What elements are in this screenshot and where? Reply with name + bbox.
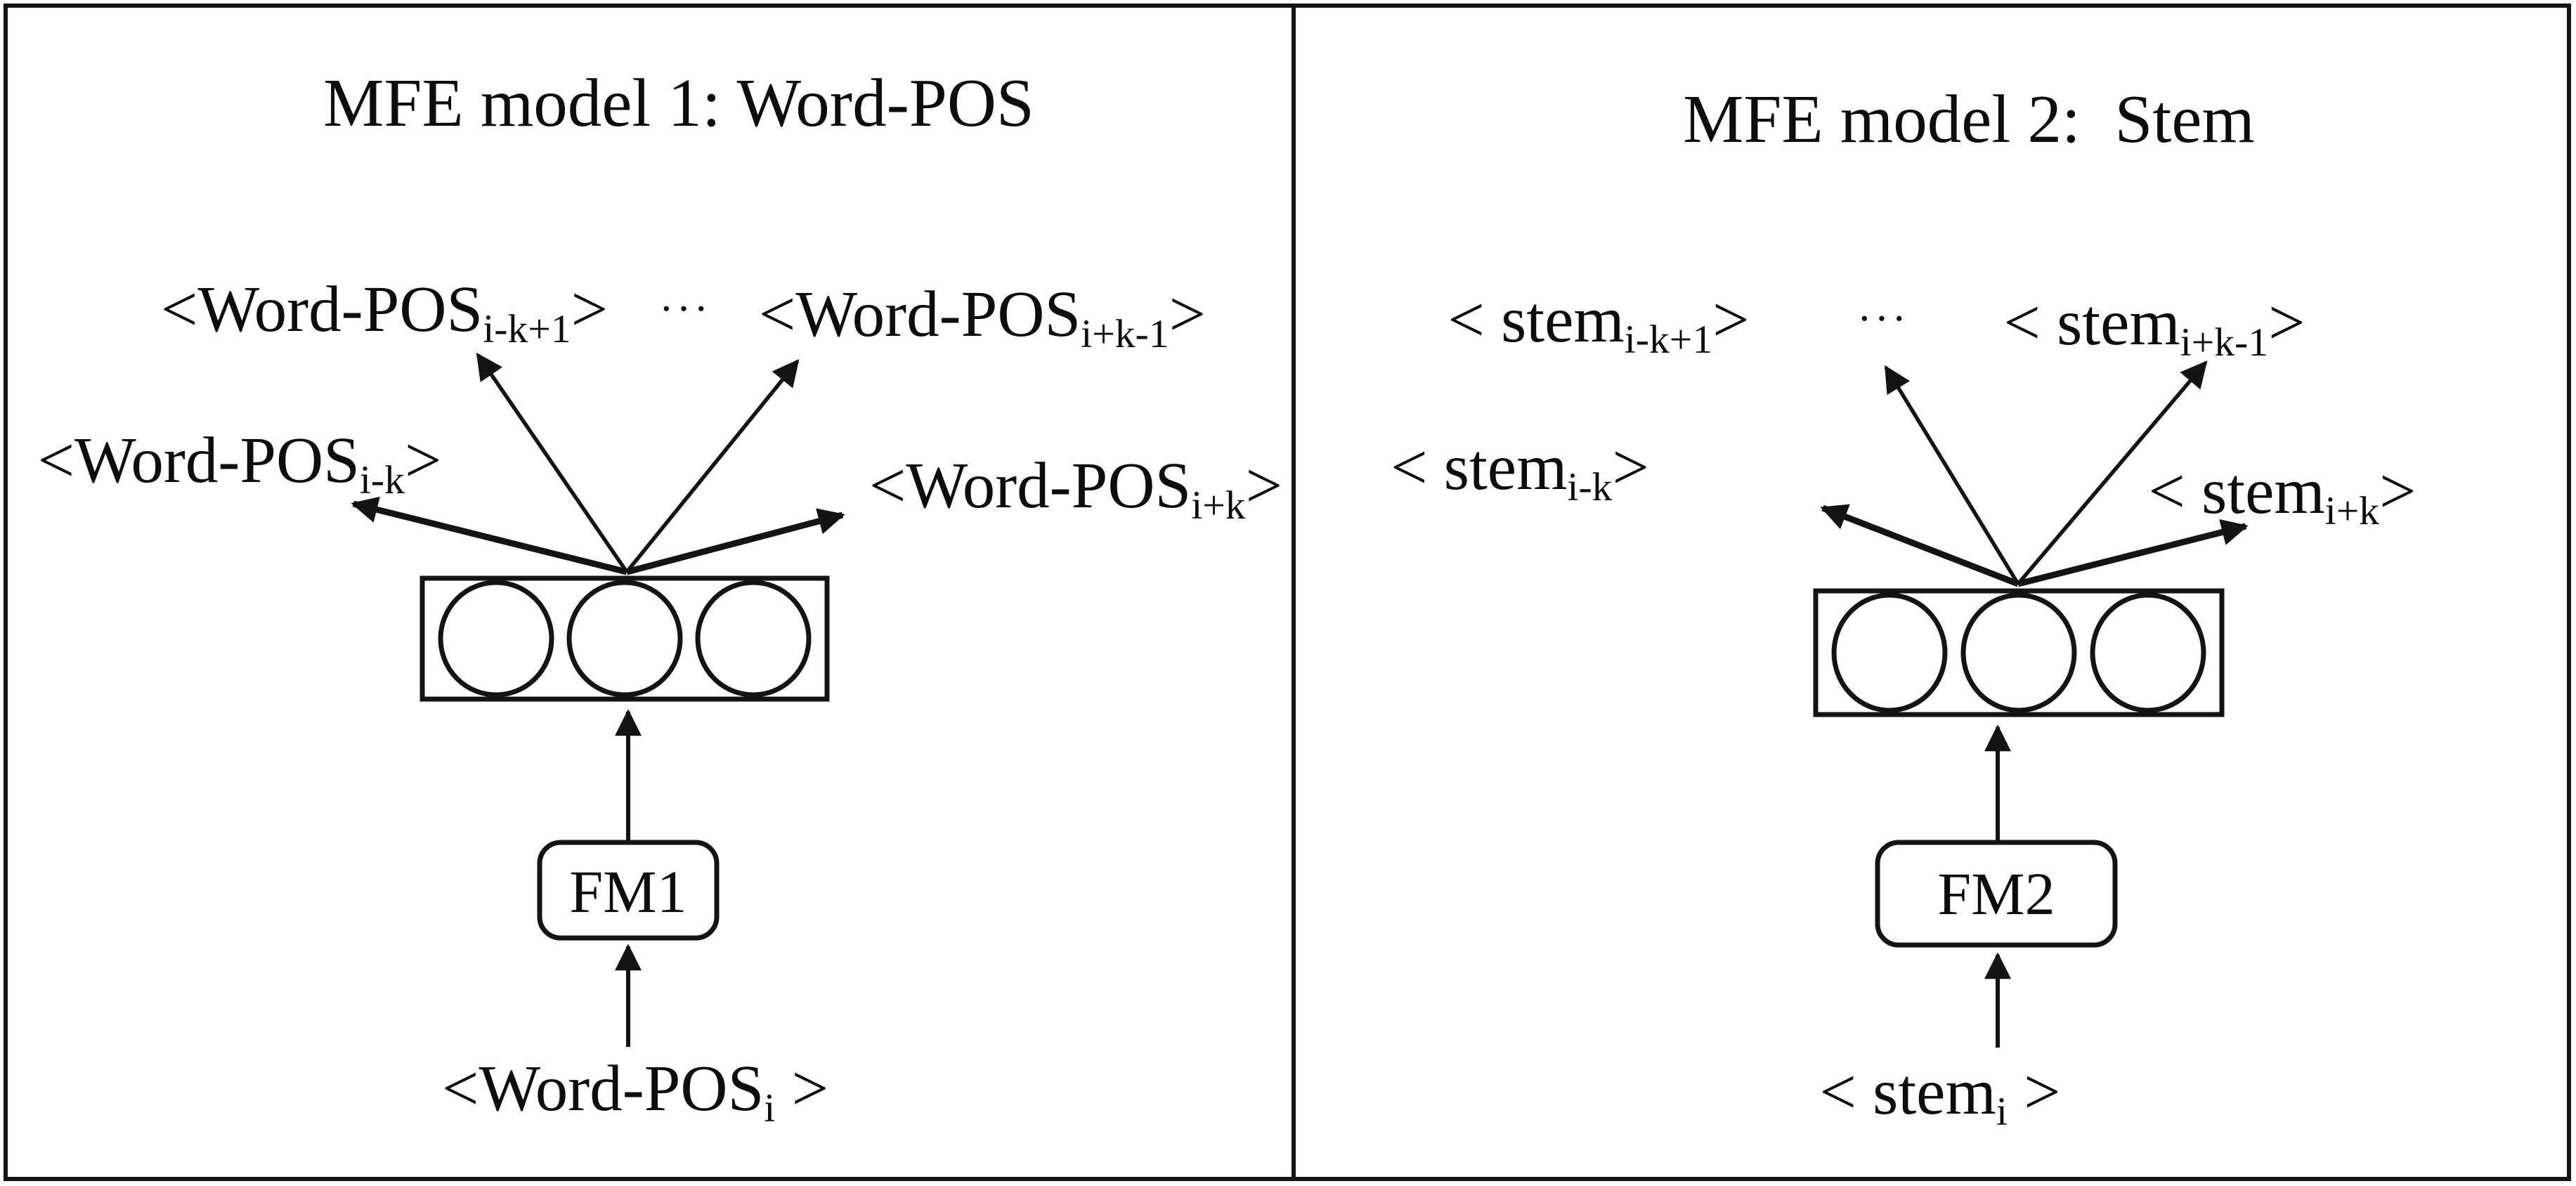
output-label-mid-right: <Word-POSi+k-1> <box>758 278 1206 355</box>
output-label-far-right: < stemi+k> <box>2148 455 2416 532</box>
output-label-mid-left: <Word-POSi-k+1> <box>160 273 609 350</box>
input-label: <Word-POSi > <box>441 1053 829 1129</box>
fan-arrow-mid-left-icon <box>1884 365 2020 585</box>
fan-arrow-mid-right-icon <box>2016 360 2208 585</box>
label-text: > <box>2379 455 2416 528</box>
fm-box-shape <box>1875 840 2118 948</box>
fan-arrow-mid-right-icon <box>625 359 800 573</box>
fm-label: FM2 <box>1937 860 2055 927</box>
label-subscript: i+k-1 <box>1081 312 1169 357</box>
panel-title: MFE model 1: Word-POS <box>323 65 1034 141</box>
neuron-circle-1 <box>1831 592 1948 713</box>
label-text: > <box>775 1053 829 1125</box>
fm-label: FM1 <box>569 858 687 925</box>
label-text: > <box>1245 450 1283 522</box>
panel-divider <box>1292 8 1296 1177</box>
fan-arrow-far-left-icon <box>351 496 628 575</box>
output-label-mid-left: < stemi-k+1> <box>1448 284 1750 360</box>
neuron-circle-2 <box>1960 592 2077 713</box>
label-text: > <box>1169 278 1206 351</box>
label-text: > <box>404 424 442 497</box>
label-subscript: i-k <box>359 458 405 503</box>
label-subscript: i-k+1 <box>483 307 571 352</box>
label-subscript: i+k <box>2324 489 2380 534</box>
ellipsis-dots: ··· <box>659 285 711 333</box>
fan-arrow-mid-left-icon <box>476 352 629 573</box>
fm-box-shape <box>537 840 720 941</box>
fan-arrow-far-right-icon <box>625 508 845 575</box>
label-subscript: i+k <box>1191 483 1246 528</box>
stem-diagram-canvas <box>1813 360 2249 1048</box>
label-subscript: i+k-1 <box>2180 320 2269 365</box>
output-label-mid-right: < stemi+k-1> <box>2003 287 2305 363</box>
label-text: <Word-POS <box>160 273 483 346</box>
neuron-circle-3 <box>2090 592 2206 713</box>
ellipsis-dots: ··· <box>1857 295 1909 343</box>
panel-word-pos: MFE model 1: Word-POS <Word-POSi-k+1> ··… <box>8 8 1292 1177</box>
label-text: <Word-POS <box>441 1053 765 1125</box>
fan-arrow-far-right-icon <box>2017 519 2249 587</box>
input-label: < stemi > <box>1819 1056 2061 1133</box>
label-text: > <box>2268 287 2305 359</box>
panel-stem: MFE model 2: Stem < stemi-k+1> ··· < ste… <box>1296 8 2567 1177</box>
output-label-far-left: <Word-POSi-k> <box>37 424 442 501</box>
neuron-circle-2 <box>566 580 683 698</box>
label-text: <Word-POS <box>869 450 1192 522</box>
label-text: < stem <box>1819 1056 1996 1128</box>
label-text: > <box>1712 284 1750 356</box>
word-pos-diagram-canvas <box>351 352 845 1047</box>
label-text: < stem <box>2148 455 2325 528</box>
label-text: <Word-POS <box>37 424 360 497</box>
neuron-circle-1 <box>438 580 554 698</box>
label-subscript: i <box>764 1086 776 1131</box>
figure-frame: MFE model 1: Word-POS <Word-POSi-k+1> ··… <box>4 4 2571 1181</box>
label-text: < stem <box>2003 287 2180 359</box>
label-text: > <box>2007 1056 2061 1128</box>
label-text: < stem <box>1448 284 1625 356</box>
panel-title: MFE model 2: Stem <box>1683 82 2255 157</box>
label-text: < stem <box>1391 431 1568 504</box>
hidden-layer-rect <box>1813 588 2225 717</box>
output-label-far-right: <Word-POSi+k> <box>869 450 1283 526</box>
neuron-circle-3 <box>695 580 812 698</box>
label-text: > <box>571 273 609 346</box>
label-subscript: i <box>1996 1090 2008 1135</box>
fan-arrow-far-left-icon <box>1820 504 2019 587</box>
label-text: <Word-POS <box>758 278 1081 351</box>
label-text: > <box>1612 431 1649 504</box>
hidden-layer-rect <box>419 575 830 702</box>
output-label-far-left: < stemi-k> <box>1391 431 1649 508</box>
label-subscript: i-k+1 <box>1624 318 1713 363</box>
label-subscript: i-k <box>1567 465 1613 510</box>
